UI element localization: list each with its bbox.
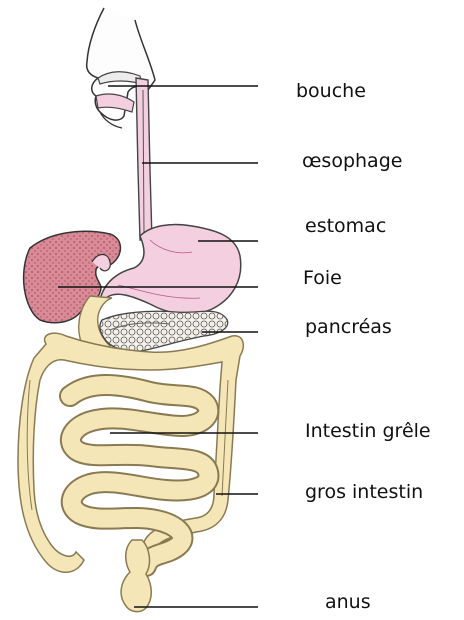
label-bouche: bouche: [296, 82, 366, 101]
rectum: [121, 540, 151, 612]
label-gros-intestin: gros intestin: [305, 483, 423, 502]
label-anus: anus: [325, 593, 371, 612]
small-intestine: [70, 385, 208, 566]
label-estomac: estomac: [305, 217, 386, 236]
label-intestin-grele: Intestin grêle: [305, 422, 431, 441]
label-pancreas: pancréas: [305, 318, 392, 337]
label-foie: Foie: [303, 269, 342, 288]
stomach: [100, 224, 241, 314]
label-oesophage: œsophage: [302, 152, 402, 171]
